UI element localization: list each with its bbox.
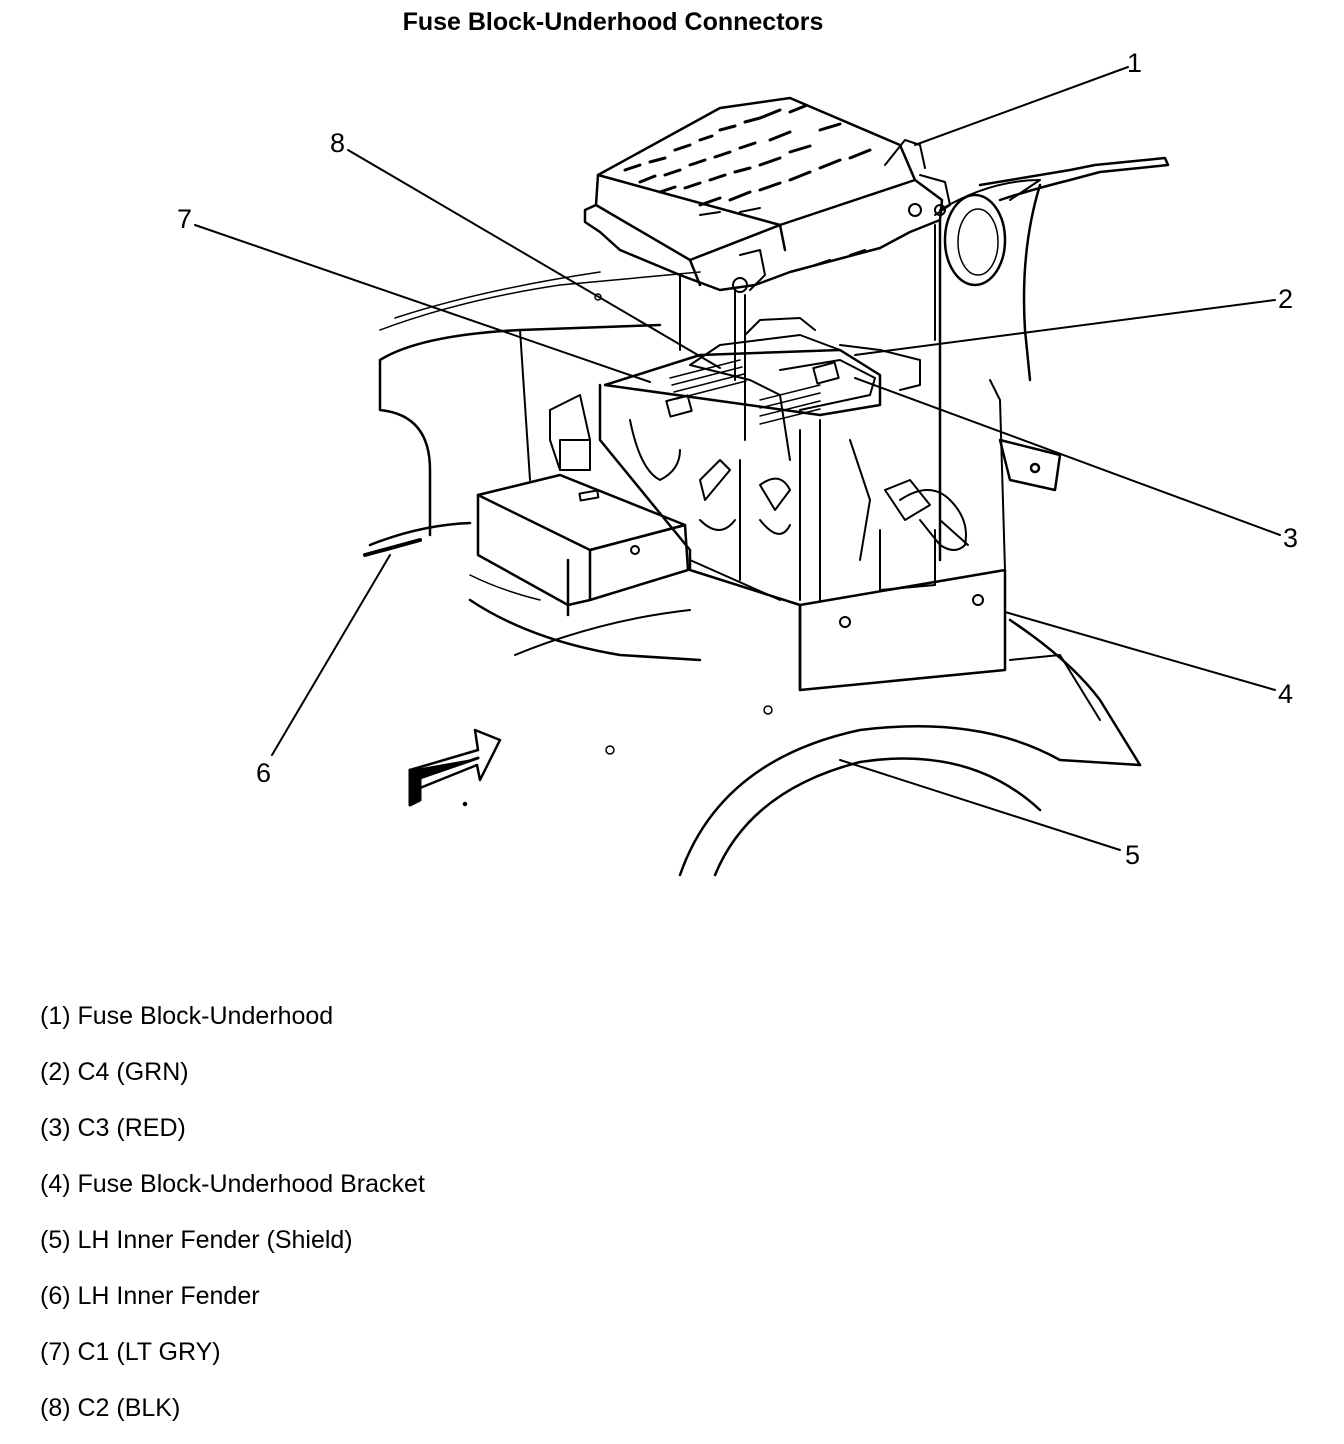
legend-item-2: (2) C4 (GRN): [40, 1058, 189, 1086]
front-arrow-icon: [408, 728, 502, 807]
callout-5: 5: [1125, 840, 1140, 870]
inner-fender-drawing: [363, 271, 702, 662]
legend-item-4: (4) Fuse Block-Underhood Bracket: [40, 1170, 425, 1198]
legend-item-6: (6) LH Inner Fender: [40, 1282, 260, 1310]
leader-lines: [194, 66, 1281, 851]
alignment-lines: [679, 224, 936, 441]
callout-7: 7: [177, 204, 192, 234]
fender-panel-drawing: [938, 156, 1170, 562]
callout-1: 1: [1127, 48, 1142, 78]
legend-item-1: (1) Fuse Block-Underhood: [40, 1002, 334, 1030]
fuse-block-illustration: 1 2 3 4 5 6 7 8: [177, 48, 1298, 877]
fuse-block-bracket-drawing: [549, 317, 1007, 692]
bracket-shelf-drawing: [476, 473, 690, 617]
fuse-block-cover-drawing: [583, 96, 951, 293]
inner-fender-shield-drawing: [678, 618, 1142, 877]
callout-3: 3: [1283, 523, 1298, 553]
legend-list: (1) Fuse Block-Underhood (2) C4 (GRN) (3…: [40, 996, 425, 1444]
legend-item-5: (5) LH Inner Fender (Shield): [40, 1226, 353, 1254]
callout-2: 2: [1278, 284, 1293, 314]
callout-numbers: 1 2 3 4 5 6 7 8: [177, 48, 1298, 870]
diagram-title: Fuse Block-Underhood Connectors: [402, 8, 824, 36]
legend-item-3: (3) C3 (RED): [40, 1114, 186, 1142]
legend-item-8: (8) C2 (BLK): [40, 1394, 181, 1422]
fastener-dots: [462, 293, 773, 807]
callout-8: 8: [330, 128, 345, 158]
callout-4: 4: [1278, 679, 1293, 709]
callout-6: 6: [256, 758, 271, 788]
legend-item-7: (7) C1 (LT GRY): [40, 1338, 221, 1366]
